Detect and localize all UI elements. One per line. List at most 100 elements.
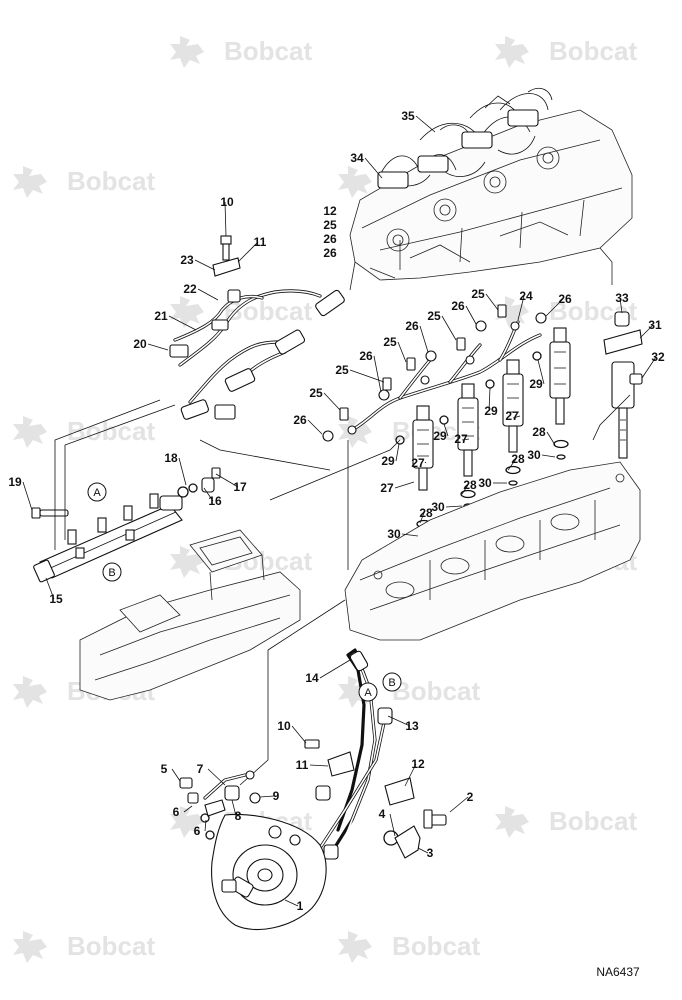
- watermark-logo: Bobcat: [495, 36, 637, 68]
- callout-leader-line: [373, 355, 382, 393]
- callout-number: 4: [379, 807, 386, 821]
- watermark-text: Bobcat: [67, 931, 155, 961]
- callout-number: 29: [484, 404, 498, 418]
- callout-leader-line: [397, 341, 407, 363]
- connector-bubble: A: [87, 482, 107, 502]
- connector-circle: [382, 672, 402, 692]
- callout-number: 25: [471, 287, 485, 301]
- callout-number: 11: [296, 758, 309, 772]
- callout-leader-line: [307, 419, 323, 435]
- callout-leader-line: [395, 443, 400, 462]
- bobcat-logo-icon: [338, 931, 372, 963]
- callout-leader-line: [488, 387, 491, 412]
- watermark-logo: Bobcat: [170, 296, 312, 328]
- document-code: NA6437: [596, 965, 640, 979]
- callout-leader-line: [178, 457, 187, 486]
- callout-number: 13: [405, 719, 419, 733]
- callout-leader-line: [22, 481, 33, 511]
- callout-number: 29: [433, 429, 447, 443]
- callout-leader-line: [389, 813, 396, 837]
- callout-leader-line: [394, 481, 415, 489]
- callout-leader-line: [415, 115, 436, 133]
- watermark-logo: Bobcat: [13, 416, 155, 448]
- callout-number: 21: [154, 309, 168, 323]
- callout-number: 28: [419, 506, 433, 520]
- bobcat-logo-icon: [13, 166, 47, 198]
- callout-number: 26: [323, 232, 337, 246]
- callout-number: 10: [220, 195, 234, 209]
- callout-leader-line: [546, 431, 556, 446]
- callout-leader-line: [465, 305, 477, 325]
- callout-number: 26: [405, 319, 419, 333]
- callout-number: 3: [427, 846, 434, 860]
- bobcat-logo-icon: [170, 36, 204, 68]
- callout-leader-line: [194, 259, 216, 271]
- callout-number: 25: [323, 218, 337, 232]
- callout-leader-line: [537, 359, 545, 385]
- watermark-logo: Bobcat: [338, 931, 480, 963]
- callout-number: 28: [463, 478, 477, 492]
- callout-number: 30: [431, 500, 445, 514]
- bobcat-logo-icon: [495, 296, 529, 328]
- callout-number: 12: [411, 757, 425, 771]
- callout-number: 23: [180, 253, 194, 267]
- callout-number: 30: [527, 448, 541, 462]
- callout-number: 34: [350, 151, 364, 165]
- callout-number: 7: [197, 762, 204, 776]
- callout-leader-line: [461, 484, 469, 495]
- connector-bubble: B: [382, 672, 402, 692]
- callout-leaders: [22, 115, 657, 907]
- watermark-text: Bobcat: [549, 36, 637, 66]
- callout-leader-line: [445, 505, 463, 508]
- callout-number: 27: [454, 432, 468, 446]
- callout-number: 22: [183, 282, 197, 296]
- callout-leader-line: [207, 768, 226, 786]
- callout-number: 31: [648, 318, 662, 332]
- callout-leader-line: [443, 423, 449, 437]
- callout-number: 5: [161, 762, 168, 776]
- callout-number: 30: [478, 476, 492, 490]
- connector-label: B: [388, 677, 395, 689]
- callout-number: 17: [233, 480, 247, 494]
- callout-number: 11: [254, 235, 267, 249]
- callout-leader-line: [309, 764, 329, 767]
- high-pressure-pump: [179, 648, 447, 931]
- callout-leader-line: [517, 295, 525, 321]
- watermark-logo: Bobcat: [170, 36, 312, 68]
- callout-number: 6: [173, 805, 180, 819]
- connector-circle: [358, 682, 378, 702]
- callout-leader-line: [641, 356, 657, 379]
- engine-top-cover: [349, 109, 633, 291]
- connector-label: B: [108, 567, 115, 579]
- watermark-text: Bobcat: [549, 806, 637, 836]
- callout-number: 30: [387, 527, 401, 541]
- callout-leader-line: [364, 157, 383, 179]
- watermark-text: Bobcat: [67, 416, 155, 446]
- callout-leader-line: [424, 461, 427, 464]
- callout-number: 26: [451, 299, 465, 313]
- callout-number: 8: [235, 809, 242, 823]
- callout-leader-line: [387, 715, 411, 727]
- callout-number: 6: [194, 824, 201, 838]
- connector-label: A: [93, 487, 101, 499]
- callout-number: 27: [411, 456, 425, 470]
- callout-leader-line: [545, 298, 564, 317]
- callout-leader-line: [401, 533, 419, 537]
- callout-leader-line: [204, 819, 207, 832]
- callout-leader-line: [323, 392, 341, 411]
- banjo-bolts: [322, 304, 547, 442]
- callout-leader-line: [291, 725, 307, 744]
- callout-leader-line: [461, 438, 470, 441]
- callout-number: 1: [297, 899, 304, 913]
- callout-leader-line: [215, 473, 239, 488]
- bobcat-logo-icon: [13, 416, 47, 448]
- callout-number: 32: [651, 350, 665, 364]
- callout-leader-line: [417, 847, 429, 854]
- callout-number: 35: [401, 109, 415, 123]
- connector-circle: [102, 562, 122, 582]
- callout-number: 26: [293, 413, 307, 427]
- callout-leader-line: [168, 315, 197, 331]
- callout-leader-line: [485, 293, 499, 311]
- callout-leader-line: [224, 201, 227, 237]
- callout-number: 16: [208, 494, 222, 508]
